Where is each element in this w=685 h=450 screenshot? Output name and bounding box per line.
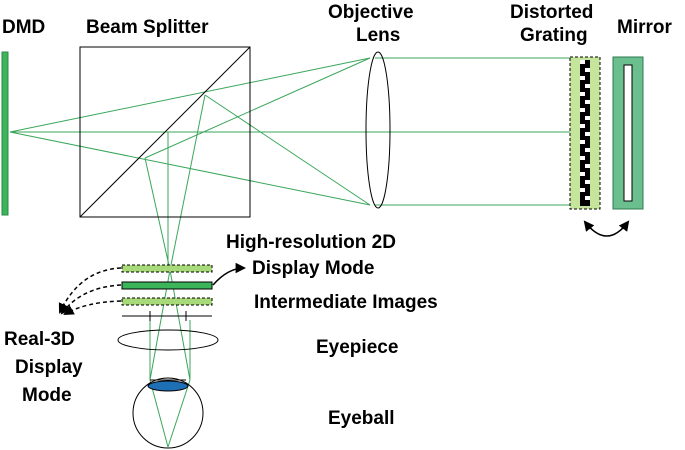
- grating-square: [585, 84, 590, 88]
- real3d-mode-label-line3: Mode: [22, 385, 72, 406]
- grating-square: [580, 76, 585, 80]
- grating-square: [580, 188, 585, 192]
- eyeball-outline: [132, 377, 204, 449]
- dmd-label: DMD: [2, 17, 45, 38]
- grating-square: [585, 180, 590, 184]
- eye-pupil: [147, 380, 189, 392]
- hires-mode-arrow: [212, 262, 247, 286]
- image-plane-upper: [121, 264, 213, 273]
- grating-square: [585, 148, 590, 152]
- grating-square: [580, 92, 585, 96]
- mirror-label: Mirror: [617, 17, 673, 38]
- grating-square: [585, 100, 590, 104]
- real3d-mode-label-line2: Display: [15, 357, 83, 378]
- mirror-surface: [623, 64, 633, 202]
- distorted-grating: [569, 56, 601, 210]
- eyepiece-lens: [117, 329, 219, 351]
- image-plane-lower: [121, 297, 213, 306]
- real3d-arrow-lower: [63, 300, 122, 316]
- eyeball: [132, 377, 204, 449]
- beam-splitter-diagonal: [79, 46, 251, 218]
- grating-square: [585, 164, 590, 168]
- grating-square: [580, 156, 585, 160]
- grating-square: [580, 140, 585, 144]
- hires-mode-label-line1: High-resolution 2D: [226, 232, 396, 253]
- dmd-panel: [1, 51, 9, 216]
- swap-arrow: [583, 220, 630, 237]
- beam-splitter-label: Beam Splitter: [86, 17, 209, 38]
- grating-square: [580, 172, 585, 176]
- grating-square: [585, 68, 590, 72]
- distorted-grating-label-line1: Distorted: [510, 2, 593, 23]
- ray-dmd-upper: [9, 57, 371, 133]
- grating-square: [580, 60, 585, 64]
- objective-lens: [365, 51, 391, 209]
- objective-lens-label-line1: Objective: [328, 2, 414, 23]
- grating-square: [580, 124, 585, 128]
- hires-mode-label-line2: Display Mode: [252, 258, 374, 279]
- intermediate-images: [121, 264, 213, 321]
- grating-square: [585, 132, 590, 136]
- image-plane-middle: [121, 281, 213, 290]
- ray-eye-6: [167, 379, 191, 448]
- objective-lens-label-line2: Lens: [356, 25, 400, 46]
- ray-return-upper: [144, 57, 371, 159]
- eyepiece-label: Eyepiece: [316, 337, 398, 358]
- real3d-arrow-middle: [60, 284, 122, 315]
- grating-square: [585, 196, 590, 200]
- grating-pattern: [580, 60, 590, 200]
- grating-square: [580, 108, 585, 112]
- real3d-mode-label-line1: Real-3D: [4, 329, 75, 350]
- beam-splitter: [79, 46, 251, 218]
- beam-splitter-cube: [79, 46, 251, 218]
- ray-down-right: [169, 94, 206, 271]
- grating-square: [585, 116, 590, 120]
- real3d-mode-arrows: [58, 267, 122, 316]
- eyeball-label: Eyeball: [328, 408, 395, 429]
- ray-down-left: [144, 157, 171, 271]
- ray-return-lower: [204, 94, 371, 206]
- distorted-grating-label-line2: Grating: [520, 25, 588, 46]
- intermediate-images-label: Intermediate Images: [254, 292, 438, 313]
- ray-eye-5: [149, 379, 169, 448]
- mirror: [612, 56, 644, 210]
